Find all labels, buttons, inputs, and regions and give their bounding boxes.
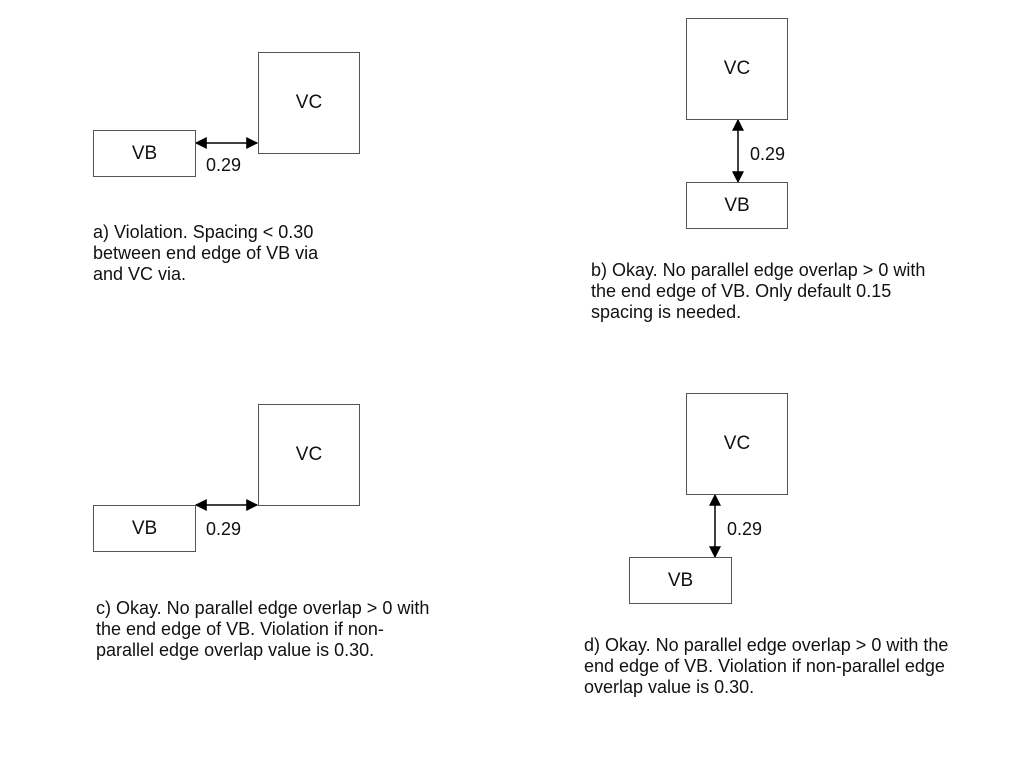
panel-d-vb-via: VB — [629, 557, 732, 604]
panel-c-vb-via: VB — [93, 505, 196, 552]
panel-a-spacing-label: 0.29 — [206, 155, 242, 175]
panel-d-caption: d) Okay. No parallel edge overlap > 0 wi… — [584, 635, 949, 697]
panel-c-caption: c) Okay. No parallel edge overlap > 0 wi… — [96, 598, 430, 660]
panel-d-spacing-label: 0.29 — [727, 519, 763, 539]
panel-d-vc-via: VC — [686, 393, 788, 495]
panel-b-caption: b) Okay. No parallel edge overlap > 0 wi… — [591, 260, 926, 322]
panel-a-caption: a) Violation. Spacing < 0.30 between end… — [93, 222, 319, 284]
panel-a-vc-via: VC — [258, 52, 360, 154]
panel-c-vc-via: VC — [258, 404, 360, 506]
panel-a-vb-via: VB — [93, 130, 196, 177]
panel-b-vc-via: VC — [686, 18, 788, 120]
panel-c-spacing-label: 0.29 — [206, 519, 242, 539]
panel-b-spacing-label: 0.29 — [750, 144, 786, 164]
panel-b-vb-via: VB — [686, 182, 788, 229]
